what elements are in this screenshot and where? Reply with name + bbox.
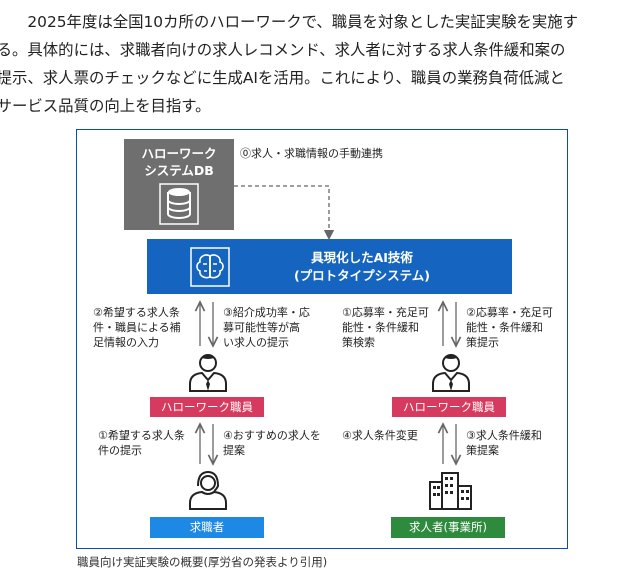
staff-left-badge: ハローワーク職員: [150, 397, 264, 417]
bottom-right-up-label: ④求人条件変更: [342, 429, 418, 442]
figure-caption: 職員向け実証実験の概要(厚労省の発表より引用): [77, 555, 328, 569]
intro-paragraph: 2025年度は全国10カ所のハローワークで、職員を対象とした実証実験を実施す る…: [0, 8, 622, 120]
db-title-line-1: ハローワーク: [141, 146, 217, 161]
staff-person-icon: [432, 354, 470, 392]
intro-line-1: 2025年度は全国10カ所のハローワークで、職員を対象とした実証実験を実施す: [27, 13, 579, 31]
ai-brain-icon: [190, 247, 230, 287]
staff-right-badge: ハローワーク職員: [392, 397, 506, 417]
job-seeker-icon: [189, 470, 227, 510]
bottom-right-down-label: ③求人条件緩和 策提案: [466, 429, 542, 457]
ai-title-line-2: (プロトタイプシステム): [293, 268, 431, 283]
intro-line-2: る。具体的には、求職者向けの求人レコメンド、求人者に対する求人条件緩和案の: [0, 41, 566, 59]
left-up-label: ②希望する求人条 件・職員による補 足情報の入力: [93, 306, 181, 349]
system-db-box: ハローワーク システムDB: [124, 139, 234, 230]
job-seeker-badge: 求職者: [150, 517, 264, 538]
bottom-left-down-label: ④おすすめの求人を 提案: [223, 429, 321, 457]
diagram-frame: [76, 129, 568, 549]
employer-badge: 求人者(事業所): [391, 517, 505, 538]
db-title-line-2: システムDB: [144, 163, 214, 178]
intro-line-3: 提示、求人票のチェックなどに生成AIを活用。これにより、職員の業務負荷低減と: [0, 69, 565, 87]
right-down-label: ②応募率・充足可 能性・条件緩和 策提示: [466, 306, 553, 349]
ai-title-line-1: 具現化したAI技術: [311, 250, 413, 265]
left-down-label: ③紹介成功率・応 募可能性等が高 い求人の提示: [223, 306, 310, 349]
staff-person-icon: [189, 354, 227, 392]
employer-building-icon: [429, 472, 472, 510]
intro-line-4: サービス品質の向上を目指す。: [0, 97, 211, 115]
ai-technology-box: 具現化したAI技術 (プロトタイプシステム): [147, 239, 512, 294]
right-up-label: ①応募率・充足可 能性・条件緩和 策検索: [342, 306, 429, 349]
db-link-dashed-arrow: [234, 185, 335, 241]
bottom-left-up-label: ①希望する求人条 件の提示: [98, 429, 185, 457]
db-link-label: ⓪求人・求職情報の手動連携: [240, 147, 383, 160]
database-icon: [159, 183, 199, 225]
